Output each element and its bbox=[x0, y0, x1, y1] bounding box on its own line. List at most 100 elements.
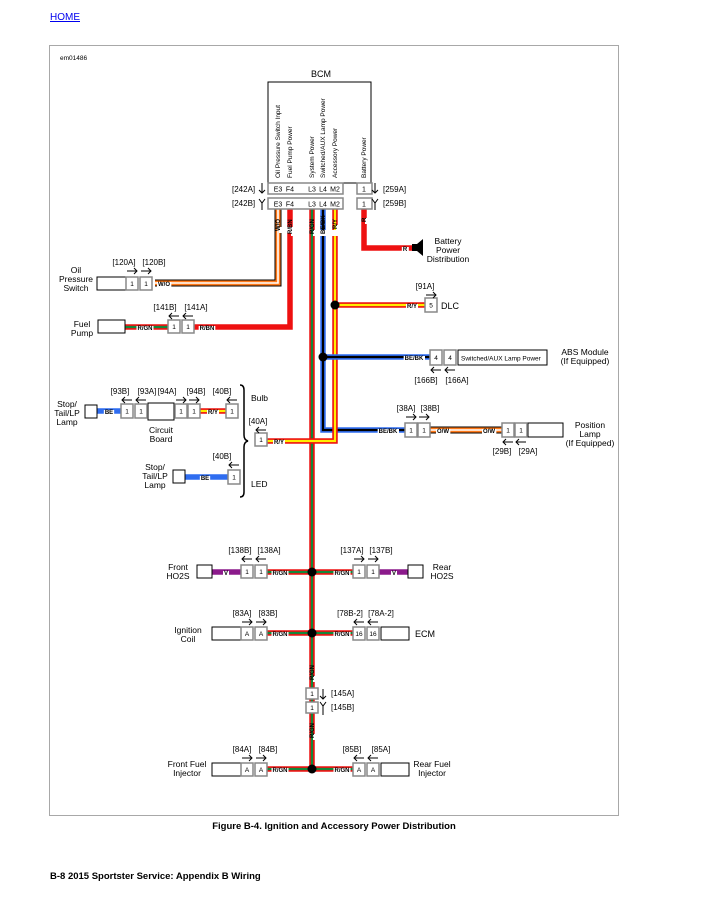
connector-cavity bbox=[366, 626, 380, 641]
bcm-pin-function: Oil Pressure Switch Input bbox=[275, 105, 282, 178]
mating-symbol-icon bbox=[135, 396, 146, 404]
connector-83a bbox=[240, 618, 254, 641]
connector-85a bbox=[366, 754, 380, 777]
bcm-pin: L3 bbox=[308, 187, 316, 194]
connector-tag: [120A] bbox=[112, 258, 135, 267]
connector-cavity bbox=[227, 469, 241, 485]
wire-color-label: R/Y bbox=[407, 304, 417, 310]
connector-93a bbox=[134, 396, 148, 419]
connector-40b_led bbox=[227, 461, 241, 485]
label-background bbox=[324, 230, 346, 236]
connector-pin: 1 bbox=[186, 324, 190, 331]
connector-cavity bbox=[120, 403, 134, 419]
label-background bbox=[403, 356, 425, 362]
connector-141a bbox=[181, 312, 195, 334]
connector-tag: [38A] bbox=[397, 404, 416, 413]
connector-tag: [78A-2] bbox=[368, 609, 394, 618]
connector-tag: [40B] bbox=[213, 387, 232, 396]
connector-tag: [83A] bbox=[233, 609, 252, 618]
connector-40a bbox=[254, 426, 268, 447]
splice-junction bbox=[318, 352, 328, 362]
label: Tail/LP bbox=[142, 471, 168, 481]
connector-tag: [40A] bbox=[249, 417, 268, 426]
label-background bbox=[157, 282, 172, 288]
mating-symbol-icon bbox=[255, 555, 266, 563]
ecm bbox=[380, 626, 410, 641]
label-background bbox=[333, 768, 351, 774]
connector-pin: 1 bbox=[422, 428, 426, 435]
connector-pin: 1 bbox=[519, 428, 523, 435]
wire-color-label: W/O bbox=[158, 282, 170, 288]
label: Stop/ bbox=[57, 399, 77, 409]
connector-tag: [93A] bbox=[138, 387, 157, 396]
wire-color-label: R/GN bbox=[310, 723, 316, 738]
connector-cavity bbox=[240, 626, 254, 641]
label: Distribution bbox=[427, 254, 470, 264]
brace bbox=[239, 384, 249, 498]
mating-symbol-icon bbox=[256, 754, 267, 762]
mating-symbol-icon bbox=[258, 183, 379, 210]
bulb-label: Bulb bbox=[251, 393, 268, 403]
label-background bbox=[365, 218, 372, 224]
connector-tag: [141B] bbox=[153, 303, 176, 312]
wire-color-label: R/Y bbox=[333, 219, 339, 229]
connector-cavity bbox=[254, 626, 268, 641]
connector-tag: [166B] bbox=[414, 376, 437, 385]
label: Oil bbox=[71, 265, 82, 275]
bcm-module bbox=[267, 81, 372, 184]
wire-wo bbox=[155, 209, 282, 287]
connector-tag: [120B] bbox=[142, 258, 165, 267]
led-label: LED bbox=[251, 479, 268, 489]
connector-pin: 16 bbox=[355, 631, 363, 638]
label: (If Equipped) bbox=[561, 356, 610, 366]
connector-tag: [94A] bbox=[158, 387, 177, 396]
wire-color-label: R/GN bbox=[335, 768, 350, 774]
bcm-pin: E3 bbox=[274, 187, 283, 194]
mating-symbol-icon bbox=[141, 267, 152, 275]
label-background bbox=[136, 326, 154, 332]
label-background bbox=[313, 734, 330, 740]
bcm-pin: 1 bbox=[362, 187, 366, 194]
label: Fuel bbox=[74, 319, 91, 329]
label-background bbox=[390, 571, 398, 577]
label-background bbox=[199, 476, 211, 482]
connector-tag: [259B] bbox=[383, 199, 406, 208]
connector-138a bbox=[254, 555, 268, 579]
connector-tag: [78B-2] bbox=[337, 609, 363, 618]
connector-pin: 4 bbox=[448, 355, 452, 362]
label-background bbox=[436, 429, 451, 435]
wire-color-label: R/GN bbox=[335, 632, 350, 638]
home-link[interactable]: HOME bbox=[50, 12, 80, 23]
connector-tag: [93B] bbox=[111, 387, 130, 396]
mating-symbol-icon bbox=[419, 413, 430, 421]
connector-cavity bbox=[254, 564, 268, 579]
mating-symbol-icon bbox=[127, 267, 138, 275]
label-background bbox=[103, 410, 115, 416]
splice-junction bbox=[307, 764, 317, 774]
rear-ho2s bbox=[407, 564, 424, 579]
page-footer: B-8 2015 Sportster Service: Appendix B W… bbox=[50, 871, 261, 882]
connector-tag: [84B] bbox=[259, 745, 278, 754]
wire-color-label: R/Y bbox=[274, 440, 284, 446]
connector-cavity bbox=[429, 349, 443, 366]
wire-color-label: BE/BK bbox=[379, 429, 398, 435]
connector-tag: [137B] bbox=[369, 546, 392, 555]
wire-color-label: O/W bbox=[437, 429, 449, 435]
connector-78a-2 bbox=[366, 618, 380, 641]
connector-166a bbox=[443, 349, 457, 374]
bcm-pin: F4 bbox=[286, 202, 294, 209]
label-background bbox=[333, 632, 351, 638]
connector-pin: 1 bbox=[310, 705, 314, 712]
mating-symbol-icon bbox=[168, 312, 179, 320]
connector-tag: [83B] bbox=[259, 609, 278, 618]
mating-symbol-icon bbox=[430, 366, 441, 374]
mating-symbol-icon bbox=[189, 396, 200, 404]
bcm-pin: F4 bbox=[286, 187, 294, 194]
rear-fuel-injector bbox=[380, 762, 410, 777]
mating-symbol-icon bbox=[176, 396, 187, 404]
connector-83b bbox=[254, 618, 268, 641]
connector-cavity bbox=[167, 319, 181, 334]
wire-color-label: R/GN bbox=[273, 571, 288, 577]
connector-cavity bbox=[240, 564, 254, 579]
label: Pressure bbox=[59, 274, 93, 284]
